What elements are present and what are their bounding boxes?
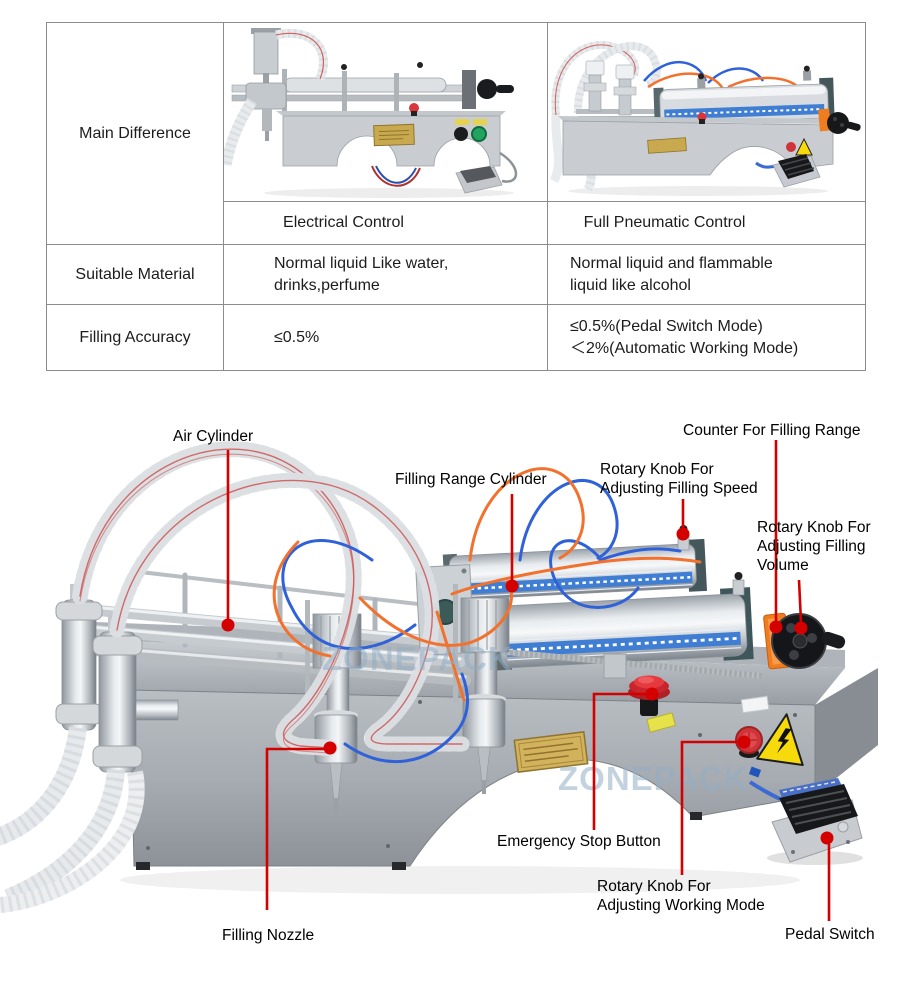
row-header-filling-accuracy: Filling Accuracy [46,304,224,371]
filling-nozzle-part [305,584,510,813]
pneumatic-control-label: Full Pneumatic Control [547,201,866,245]
volume-valve-part [732,572,745,596]
pneumatic-machine-image [549,40,861,196]
estop-part [409,103,419,113]
watermark-text: ZONEPACK [322,640,513,677]
electrical-accuracy-value: ≤0.5% [223,304,548,371]
electrical-machine-image [224,28,518,198]
air-cylinder-part [84,570,472,686]
pneumatic-machine-cell [547,22,866,202]
electrical-material-value: Normal liquid Like water, drinks,perfume [223,244,548,305]
machine-diagram: ZONEPACK ZONEPACK [0,390,900,995]
pneumatic-accuracy-value: ≤0.5%(Pedal Switch Mode) ＜2%(Automatic W… [547,304,866,371]
callout-dots [221,527,834,845]
hand-wheel-part [477,79,497,99]
label-counter-filling-range: Counter For Filling Range [683,422,861,439]
callout-lines [226,440,831,921]
label-emergency-stop-button: Emergency Stop Button [497,833,661,850]
nameplate-part [513,731,589,773]
label-rotary-knob-filling-volume: Rotary Knob For Adjusting Filling Volume [757,519,871,574]
pneumatic-tubes-part [272,467,702,764]
label-pedal-switch: Pedal Switch [785,926,875,943]
label-filling-nozzle: Filling Nozzle [222,927,315,944]
label-filling-range-cylinder: Filling Range Cylinder [395,471,547,488]
electrical-machine-cell [223,22,548,202]
hand-wheel-part [827,112,849,134]
watermark-text: ZONEPACK [558,760,749,797]
label-air-cylinder: Air Cylinder [173,428,254,445]
warning-sticker [756,713,804,766]
pedal-switch-part [748,766,863,865]
row-header-suitable-material: Suitable Material [46,244,224,305]
label-rotary-knob-filling-speed: Rotary Knob For Adjusting Filling Speed [600,461,758,497]
machine-diagram-art: ZONEPACK ZONEPACK [0,440,878,921]
suction-hoses-part [72,441,470,756]
label-rotary-knob-working-mode: Rotary Knob For Adjusting Working Mode [597,878,765,914]
comparison-table: Main Difference [46,22,866,371]
row-header-main-difference: Main Difference [46,22,224,245]
pneumatic-material-value: Normal liquid and flammable liquid like … [547,244,866,305]
electrical-control-label: Electrical Control [223,201,548,245]
green-button-part [471,126,487,142]
volume-hand-wheel-part [771,613,846,669]
